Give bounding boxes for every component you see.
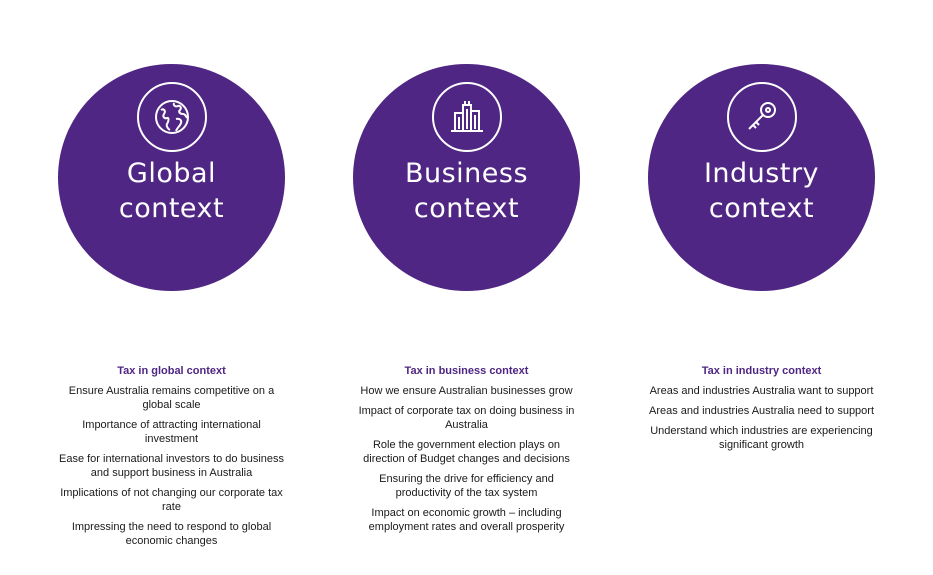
title-line: context	[413, 193, 520, 224]
title-line: Business	[404, 158, 529, 189]
key-icon	[726, 82, 797, 152]
global-context-title: Global context	[58, 156, 285, 226]
business-context-heading: Tax in business context	[404, 365, 529, 377]
global-context-heading: Tax in global context	[117, 365, 226, 377]
list-item: Understand which industries are experien…	[650, 425, 873, 451]
list-item: Implications of not changing our corpora…	[60, 487, 283, 513]
industry-context-circle: Industry context	[648, 64, 875, 291]
list-item: Ease for international investors to do b…	[58, 453, 285, 479]
global-context-circle: Global context	[58, 64, 285, 291]
business-context-details: Tax in business context How we ensure Au…	[353, 364, 580, 540]
list-item: Areas and industries Australia want to s…	[649, 385, 874, 397]
list-item: Impact on economic growth – including em…	[368, 507, 565, 533]
title-line: Industry	[703, 158, 820, 189]
list-item: Impressing the need to respond to global…	[71, 521, 272, 547]
industry-context-heading: Tax in industry context	[701, 365, 822, 377]
title-line: Global	[126, 158, 217, 189]
industry-context-details: Tax in industry context Areas and indust…	[648, 364, 875, 458]
list-item: Ensure Australia remains competitive on …	[68, 385, 275, 411]
business-context-title: Business context	[353, 156, 580, 226]
global-context-details: Tax in global context Ensure Australia r…	[58, 364, 285, 554]
business-context-list: How we ensure Australian businesses grow…	[353, 384, 580, 534]
globe-icon	[136, 82, 207, 152]
list-item: Role the government election plays on di…	[363, 439, 570, 465]
business-context-circle: Business context	[353, 64, 580, 291]
title-line: context	[118, 193, 225, 224]
buildings-icon	[431, 82, 502, 152]
list-item: Importance of attracting international i…	[82, 419, 261, 445]
industry-context-title: Industry context	[648, 156, 875, 226]
global-context-list: Ensure Australia remains competitive on …	[58, 384, 285, 548]
list-item: Impact of corporate tax on doing busines…	[358, 405, 575, 431]
title-line: context	[708, 193, 815, 224]
industry-context-list: Areas and industries Australia want to s…	[648, 384, 875, 452]
list-item: How we ensure Australian businesses grow	[360, 385, 573, 397]
list-item: Ensuring the drive for efficiency and pr…	[379, 473, 554, 499]
list-item: Areas and industries Australia need to s…	[648, 405, 875, 417]
